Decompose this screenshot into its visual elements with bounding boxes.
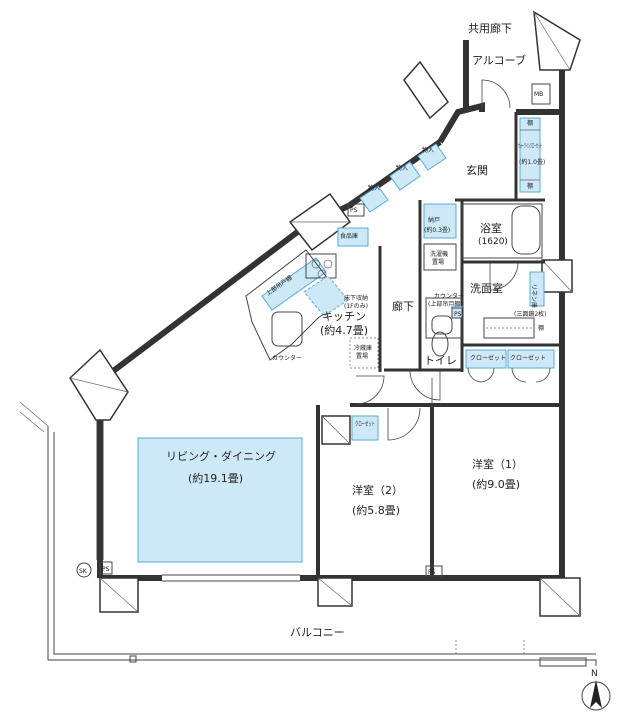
label-north: N — [591, 669, 598, 679]
balcony-railing — [19, 401, 597, 667]
label-entrance: 玄関 — [466, 163, 488, 177]
linen-closet — [529, 271, 545, 307]
label-wic-shelf-bottom: 棚 — [527, 182, 533, 190]
closet-room1-b — [507, 349, 555, 369]
label-closet-2: クローゼット — [510, 354, 546, 362]
fridge-area — [349, 337, 379, 369]
label-living-size: (約19.1畳) — [188, 471, 243, 485]
fixtures — [76, 83, 555, 578]
label-ps-living: PS — [102, 566, 110, 573]
label-storage-in-1: 物入 — [368, 184, 380, 192]
room-labels: 共用廊下 アルコーブ MB 玄関 棚 ウォークインクローゼット (約1.0畳) … — [79, 21, 547, 639]
label-fridge-place: 置場 — [356, 352, 368, 360]
label-storage-size: (約0.3畳) — [424, 226, 450, 234]
north-arrow: N — [581, 669, 611, 711]
label-washer-place: 置場 — [432, 258, 444, 266]
label-mb: MB — [534, 91, 543, 98]
label-common-corridor: 共用廊下 — [468, 21, 512, 35]
interior-walls — [316, 112, 562, 578]
label-mirror-cabinet: (三面鏡2枚) — [514, 310, 547, 318]
label-underfloor: 床下収納 — [344, 294, 368, 302]
label-pantry: 食品庫 — [340, 232, 358, 240]
storage-closet — [423, 203, 457, 239]
closet-room1-a — [465, 349, 507, 369]
label-closet-room2: クローゼット — [355, 420, 375, 428]
windows — [96, 420, 300, 582]
label-closet-1: クローゼット — [470, 354, 506, 362]
label-balcony: バルコニー — [290, 626, 345, 639]
label-underfloor-note: (1Fのみ) — [344, 303, 368, 310]
storage-box-3 — [417, 143, 447, 171]
label-alcove: アルコーブ — [472, 53, 526, 67]
kitchen-upper-cabinet — [261, 257, 327, 311]
label-wic-size: (約1.0畳) — [519, 158, 545, 166]
structural-columns — [69, 10, 581, 617]
label-ps-kitchen: PS — [350, 207, 358, 214]
label-kitchen-size: (約4.7畳) — [320, 323, 368, 337]
doors — [355, 79, 519, 441]
label-room2-size: (約5.8畳) — [352, 503, 400, 517]
label-counter: カウンター — [272, 354, 302, 362]
label-wash-shelf: 棚 — [538, 324, 544, 332]
label-washroom: 洗面室 — [470, 281, 503, 295]
label-hallway: 廊下 — [392, 299, 414, 313]
label-sk: SK — [79, 568, 88, 575]
label-storage-closet: 納戸 — [428, 216, 440, 224]
storage-box-1 — [359, 185, 389, 213]
label-walk-in-closet: ウォークインクローゼット — [518, 142, 542, 150]
label-counter-upper: カウンター — [434, 292, 464, 300]
underfloor-storage — [303, 275, 349, 317]
label-bathroom: 浴室 — [480, 221, 502, 235]
label-ps-south: PS — [428, 569, 436, 576]
label-room1-size: (約9.0畳) — [472, 477, 520, 491]
label-storage-in-3: 物入 — [422, 146, 434, 154]
label-toilet: トイレ — [424, 354, 457, 367]
label-washer: 洗濯機 — [430, 250, 448, 258]
label-counter-upper-note: (上部吊戸棚) — [428, 300, 463, 308]
label-fridge: 冷蔵庫 — [354, 344, 372, 352]
label-living: リビング・ダイニング — [166, 449, 276, 463]
storage-box-2 — [389, 161, 421, 191]
label-storage-in-2: 物入 — [396, 164, 408, 172]
closet-room2 — [351, 415, 379, 441]
label-room1: 洋室（1） — [472, 457, 523, 471]
label-linen: リネン庫 — [530, 284, 538, 308]
label-room2: 洋室（2） — [352, 483, 403, 497]
living-dining-area — [137, 437, 303, 563]
walk-in-closet-shelf — [519, 117, 541, 193]
label-wic-shelf-top: 棚 — [527, 119, 533, 127]
label-ps-wash: PS — [454, 311, 462, 318]
pantry-shelf — [337, 227, 369, 247]
label-kitchen: キッチン — [322, 310, 366, 323]
label-bath-size: (1620) — [478, 237, 508, 247]
